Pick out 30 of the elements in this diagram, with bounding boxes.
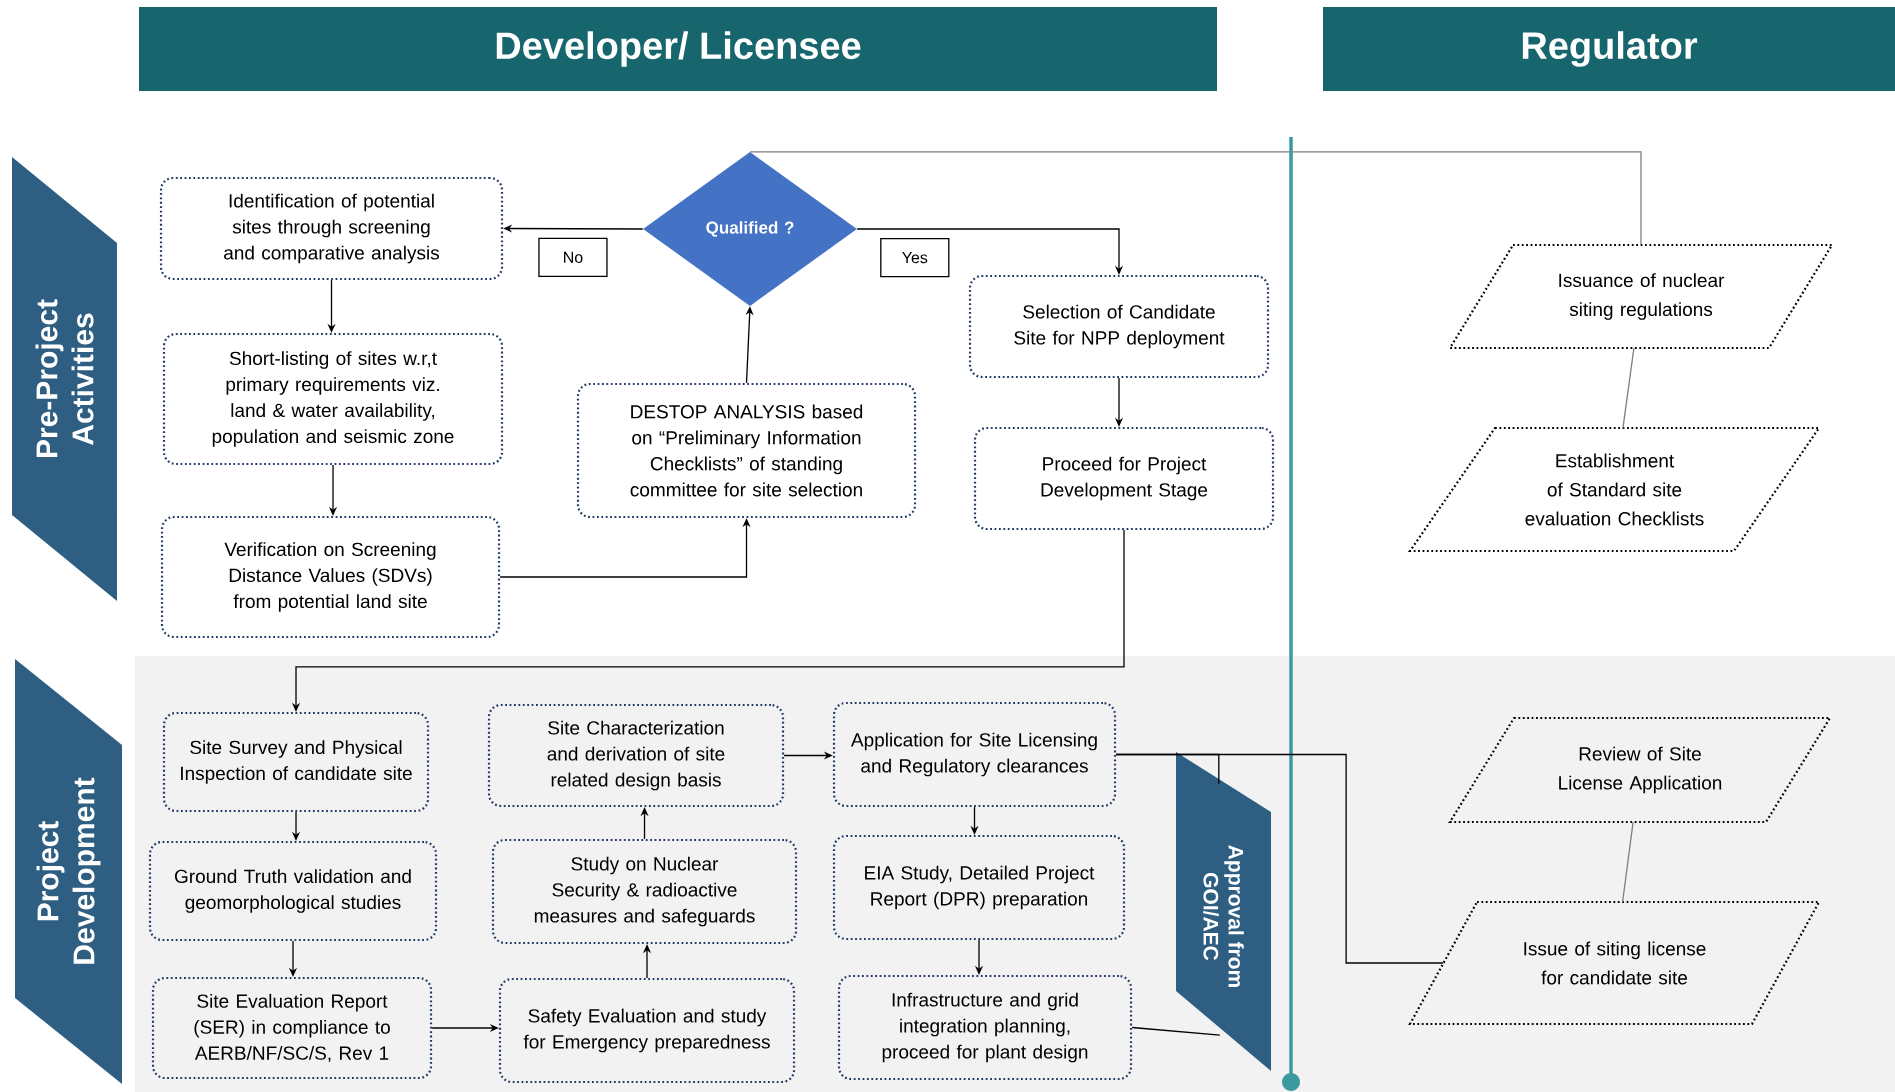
phase-chevron: Pre-Project Activities: [12, 157, 117, 601]
process-box: Ground Truth validation and geomorphological studies: [148, 840, 438, 942]
process-box: EIA Study, Detailed Project Report (DPR) preparation: [832, 834, 1126, 941]
connector-line: [1115, 753, 1220, 785]
connector-line: [749, 151, 1642, 246]
process-box: Proceed for Project Development Stage: [973, 426, 1275, 531]
header-band: Regulator: [1323, 7, 1895, 91]
process-box: Identification of potential sites through screening and comparative analysis: [159, 176, 504, 281]
process-box: Site Survey and Physical Inspection of candidate site: [162, 711, 430, 813]
process-box: Infrastructure and grid integration planning, proceed for plant design: [837, 974, 1133, 1081]
process-box: Site Characterization and derivation of site related design basis: [487, 703, 785, 808]
regulator-parallelogram: Review of Site License Application: [1448, 716, 1832, 824]
process-box: Site Evaluation Report (SER) in compliance to AERB/NF/SC/S, Rev 1: [151, 976, 433, 1080]
phase-chevron: Project Development: [15, 659, 122, 1084]
process-box: Verification on Screening Distance Values (SDVs) from potential land site: [160, 515, 501, 639]
regulator-parallelogram: Issuance of nuclear siting regulations: [1448, 243, 1834, 350]
approval-band: Approval from GOI/AEC: [1176, 752, 1271, 1071]
regulator-parallelogram: Issue of siting license for candidate site: [1408, 900, 1821, 1026]
header-band: Developer/ Licensee: [139, 7, 1217, 91]
edge-label: No: [538, 237, 608, 278]
process-box: Selection of Candidate Site for NPP deployment: [968, 274, 1270, 379]
edge-label: Yes: [880, 238, 950, 278]
connector-line: [1131, 1026, 1221, 1036]
connector-line: [1621, 821, 1634, 903]
process-box: DESTOP ANALYSIS based on “Preliminary Information Checklists” of standing committee for site selection: [576, 382, 917, 519]
process-box: Short-listing of sites w.r,t primary requirements viz. land & water availability, population and seismic zone: [162, 332, 504, 466]
process-box: Application for Site Licensing and Regulatory clearances: [832, 701, 1117, 808]
process-box: Study on Nuclear Security & radioactive measures and safeguards: [491, 838, 798, 945]
connector-line: [1622, 347, 1635, 429]
process-box: Safety Evaluation and study for Emergency preparedness: [498, 977, 796, 1084]
